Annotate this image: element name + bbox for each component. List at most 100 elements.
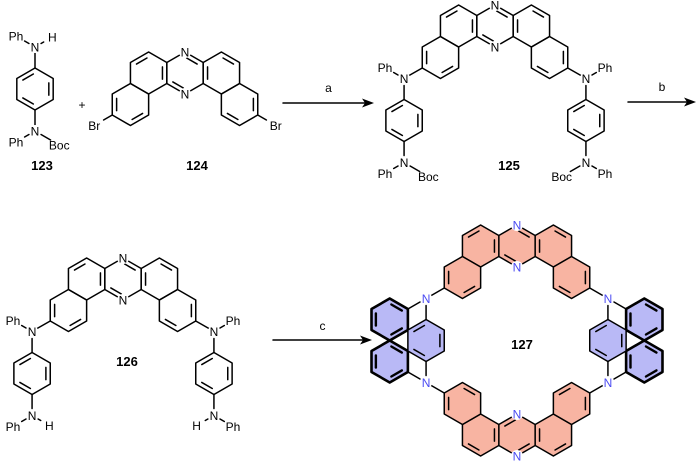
reaction-arrow-a-head-icon: [362, 98, 374, 108]
double-bond: [391, 104, 404, 113]
compound-label-124: 124: [186, 158, 208, 173]
label-mask: [579, 72, 592, 85]
compound-127-top-core-ring-b-right: [552, 255, 591, 300]
bond: [20, 324, 27, 329]
compound-127-amine-nitrogen: N: [422, 376, 431, 390]
bond: [102, 114, 114, 121]
double-bond: [595, 324, 608, 333]
label-mask: [489, 41, 501, 53]
compound-126-left-phenylene-ring-outline: [13, 351, 52, 396]
compound-127-amine-nitrogen: N: [604, 376, 613, 390]
label-mask: [398, 72, 411, 85]
double-bond: [390, 369, 404, 378]
boc-label: Boc: [418, 170, 439, 184]
compound-124-ring-a-right: [202, 51, 241, 95]
boc-label: Boc: [49, 139, 70, 153]
double-bond: [73, 263, 86, 271]
compound-125-nitrogen-top: N: [491, 0, 500, 13]
double-bond: [536, 65, 549, 74]
bond: [407, 371, 421, 380]
compound-125-ring-b-right-outline: [530, 35, 569, 80]
double-bond: [441, 65, 454, 74]
double-bond: [160, 263, 173, 271]
reaction-arrow-b-head-icon: [684, 97, 696, 107]
compound-126-right-phenylene-ring-outline: [194, 351, 233, 396]
double-bond: [573, 104, 586, 113]
double-bond: [495, 10, 508, 18]
compound-124-ring-a-left-outline: [129, 51, 168, 95]
reaction-arrow-a-label: a: [325, 81, 332, 95]
compound-125-left-phenylene-ring: [385, 98, 424, 143]
nitrogen-label: N: [31, 125, 40, 139]
double-bond: [644, 345, 658, 354]
double-bond: [504, 254, 517, 262]
double-bond: [532, 10, 545, 18]
double-bond: [390, 345, 404, 354]
phenyl-label: Ph: [6, 420, 21, 434]
double-bond: [201, 381, 214, 390]
label-mask: [511, 408, 523, 420]
double-bond: [517, 443, 530, 451]
compound-124-ring-b-left-outline: [111, 82, 150, 127]
double-bond: [573, 128, 586, 137]
compound-127-top-core-ring-b-left: [443, 255, 482, 300]
compound-127-top-core-nitrogen-top: N: [513, 219, 522, 233]
compound-126-left-phenylene-ring: [13, 351, 52, 396]
compound-125-right-phenylene-ring: [566, 98, 605, 143]
label-mask: [601, 292, 614, 305]
double-bond: [554, 443, 567, 451]
label-mask: [29, 125, 41, 137]
compound-126-ring-a-right-outline: [140, 257, 179, 301]
label-mask: [420, 376, 433, 389]
bond: [40, 133, 52, 141]
label-mask: [29, 41, 41, 53]
bond: [36, 320, 52, 330]
bond: [408, 67, 424, 77]
nitrogen-label: N: [28, 325, 37, 339]
compound-125-ring-a-left-outline: [439, 4, 478, 48]
bond: [204, 418, 209, 422]
double-bond: [164, 318, 177, 327]
compound-127-top-core-nitrogen-bottom: N: [513, 261, 522, 275]
double-bond: [390, 303, 404, 312]
compound-124-nitrogen-top: N: [181, 46, 190, 60]
phenyl-label: Ph: [598, 61, 613, 75]
bond: [40, 41, 45, 45]
nitrogen-label: N: [582, 72, 591, 86]
double-bond: [463, 387, 476, 396]
label-mask: [207, 325, 220, 338]
compound-126-nitrogen-top: N: [119, 252, 128, 266]
bond: [194, 320, 210, 330]
compound-label-125: 125: [498, 158, 520, 173]
label-mask: [207, 409, 220, 422]
compound-124-ring-b-left: [111, 82, 150, 127]
bond: [392, 165, 399, 170]
bond: [37, 418, 42, 422]
bond: [613, 371, 627, 380]
double-bond: [644, 369, 658, 378]
label-mask: [398, 156, 411, 169]
label-mask: [26, 409, 39, 422]
compound-124-ring-a-right-outline: [202, 51, 241, 95]
phenyl-label: Ph: [378, 167, 393, 181]
double-bond: [185, 57, 198, 65]
bond: [430, 384, 446, 394]
compound-label-123: 123: [31, 158, 53, 173]
compound-126-ring-b-left-outline: [49, 288, 88, 333]
reaction-arrow-c-label: c: [320, 319, 326, 333]
double-bond: [19, 357, 32, 366]
bond: [23, 40, 30, 45]
double-bond: [644, 327, 658, 336]
boc-label: Boc: [551, 170, 572, 184]
bond: [588, 384, 604, 394]
hydrogen-label: H: [48, 31, 57, 45]
nitrogen-label: N: [210, 325, 219, 339]
compound-126-ring-b-left: [49, 288, 88, 333]
nitrogen-label: N: [28, 409, 37, 423]
compound-126-ring-a-right: [140, 257, 179, 301]
label-mask: [179, 46, 191, 58]
hydrogen-label: H: [192, 419, 201, 433]
phenyl-label: Ph: [226, 314, 241, 328]
compound-127-top-left-phenyl-ring: [370, 297, 410, 342]
